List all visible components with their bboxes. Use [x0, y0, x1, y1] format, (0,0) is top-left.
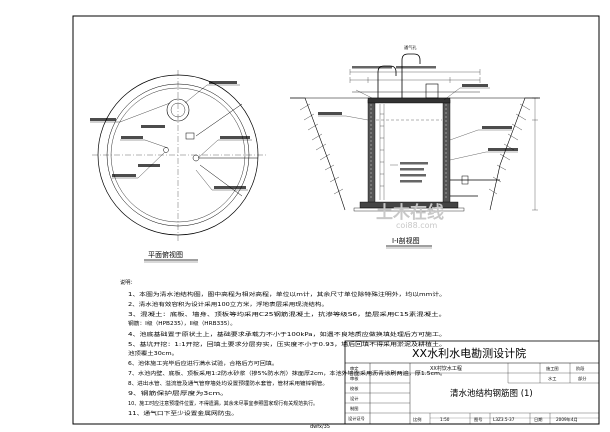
scale-value: 1:50	[440, 417, 450, 422]
inlet-valve	[461, 175, 469, 185]
plan-pipe-1	[195, 103, 243, 137]
note-line: 5、基坑开挖：1:1开挖，回填土要求分层夯实，压实度不小于0.93，墙后回填不得…	[128, 340, 446, 348]
note-line: 4、池底基础置于原状土上，基础要求承载力不小于100kPa，如遇不良地质应做换填…	[128, 330, 446, 338]
date-value: 2009年4月	[556, 416, 578, 423]
role-label: 审定	[350, 365, 358, 372]
role-label: 制图	[350, 405, 358, 412]
plan-view: 平面俯视图	[90, 70, 266, 263]
note-line: 1、本图为清水池结构图，图中高程为相对高程，单位以m计，其余尺寸单位除特殊注明外…	[128, 290, 446, 298]
institute-name: XX水利水电勘测设计院	[412, 346, 526, 360]
notes-header: 说明：	[120, 278, 136, 286]
note-line: 9、钢筋保护层厚度为3cm。	[128, 389, 228, 397]
drawing-no-label: 图号	[474, 417, 482, 423]
plan-view-title: 平面俯视图	[148, 250, 183, 259]
project-name: XX村饮水工程	[430, 365, 462, 372]
drawing-title: 清水池结构钢筋图 (1)	[450, 388, 533, 399]
tank-cushion	[353, 207, 465, 212]
manhole-circle	[166, 98, 190, 122]
tank-roof-slab	[367, 97, 451, 104]
note-line: 6、池体施工完毕后应进行满水试验，合格后方可回填。	[128, 359, 278, 367]
section-dimensions	[349, 69, 538, 211]
watermark-brand: 土木在线	[376, 202, 444, 223]
note-line: 3、混凝土：底板、墙身、顶板等均采用C25钢筋混凝土，抗渗等级S6，垫层采用C1…	[128, 310, 446, 318]
excavation-slope-right	[489, 97, 540, 211]
drawing-no-value: L3Z3.5-37	[493, 417, 515, 422]
title-block: XX水利水电勘测设计院 审定 审核 校核 设计 制图 设计证号 XX村饮水工程 …	[344, 340, 600, 425]
plan-leaders	[90, 84, 252, 191]
note-line: 池顶覆土30cm。	[128, 349, 178, 357]
plan-small-labels	[90, 81, 250, 189]
vent-pipe-label: 通气孔	[404, 44, 417, 51]
manhole-inner	[170, 102, 186, 118]
note-line: 钢筋：I级（HPB235），II级（HRB335）。	[128, 319, 236, 327]
role-label: 审核	[350, 375, 359, 382]
section-small-labels	[318, 66, 518, 183]
slope-hatch-left	[299, 103, 344, 195]
drawing-frame	[72, 15, 600, 425]
note-line: 10、施工时应注意预埋件位置，不得遗漏，其余未尽事宜参照国家现行有关规范执行。	[128, 399, 318, 407]
internal-ladder	[379, 104, 385, 200]
tank-right-wall	[442, 99, 451, 205]
tank-left-wall	[367, 99, 376, 205]
role-label: 设计	[350, 395, 358, 402]
overflow-pipe-mark	[163, 147, 169, 153]
date-label: 日期	[534, 417, 542, 423]
section-view: 通气孔 土木在线 coi88.com I-I剖视图	[290, 44, 540, 249]
note-line: 11、通气口下至少设置金属网防虫。	[128, 409, 238, 417]
sheet-code: dwfx/35	[310, 424, 330, 430]
notes: 说明： 1、本图为清水池结构图，图中高程为相对高程，单位以m计，其余尺寸单位除特…	[120, 278, 446, 417]
scale-label: 比例	[413, 416, 421, 423]
vent-pipes	[377, 53, 421, 98]
plan-pipe-2	[199, 164, 243, 197]
note-line: 2、清水池有效容积为设计采用100立方米，浮地表层采用现浇结构。	[128, 300, 328, 308]
note-line: 8、进出水管、溢流管及通气管穿墙处均设置预埋防水套管，管材采用镀锌钢管。	[128, 379, 328, 387]
section-view-title: I-I剖视图	[392, 236, 420, 245]
cert-label: 设计证号	[348, 415, 365, 422]
pipe-block	[185, 132, 195, 140]
watermark-site: coi88.com	[396, 221, 438, 230]
discipline-value: 部分	[578, 375, 587, 382]
note-line: 7、水池内壁、底板、顶板采用1:2防水砂浆（掺5%防水剂）抹面厚2cm，本池外墙…	[128, 369, 446, 377]
stage-label: 施工图	[546, 365, 559, 372]
role-label: 校核	[350, 385, 359, 392]
stage-value: 阶段	[576, 365, 585, 372]
section-leaders	[318, 87, 518, 166]
title-block-border	[344, 340, 600, 425]
section-manhole	[425, 83, 439, 99]
discipline-label: 水工	[548, 375, 556, 381]
